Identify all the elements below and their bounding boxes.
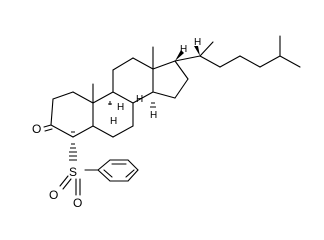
ring-d-bonds xyxy=(152,60,189,99)
steroid-structure-diagram: O S O O H H H H xyxy=(32,35,301,210)
ring-c-bonds xyxy=(112,57,154,104)
stereo-h-c20: H xyxy=(194,37,201,48)
stereo-h-c8: H xyxy=(136,94,143,105)
stereo-h-c5: H xyxy=(110,116,117,127)
c17-wedge-bond xyxy=(175,50,184,61)
stereo-h-c9: H xyxy=(117,102,124,113)
carbonyl-double-bond xyxy=(43,124,53,132)
side-chain-bonds xyxy=(174,35,301,68)
ring-b-bonds xyxy=(92,91,134,138)
phenyl-ring xyxy=(84,159,139,182)
c20-wedge-bond xyxy=(194,46,200,56)
sulfur-label: S xyxy=(69,165,77,179)
stereo-h-c14: H xyxy=(150,110,157,121)
structure-canvas: O S O O H H H H xyxy=(32,35,301,210)
stereo-h-c17: H xyxy=(180,44,187,55)
sulfonyl-oxygen-left-label: O xyxy=(49,188,58,202)
c4-sulfonyl-hashed-bond xyxy=(69,143,77,161)
angular-methyls xyxy=(92,46,154,104)
sulfonyl-oxygen-right-label: O xyxy=(73,196,82,210)
ring-a-bonds xyxy=(50,91,94,138)
sulfonyl-double-bonds xyxy=(59,175,81,196)
stereo-bonds xyxy=(71,101,156,133)
carbonyl-oxygen-label: O xyxy=(32,122,41,136)
